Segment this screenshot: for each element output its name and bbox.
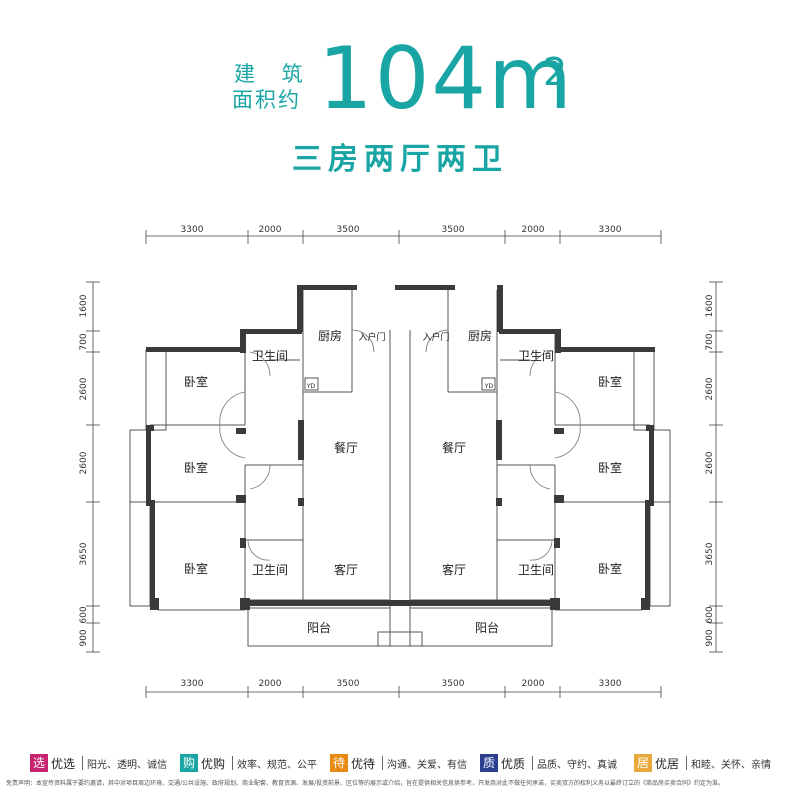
feature-desc: 品质、守约、真诚 [537, 759, 618, 771]
dim-left-4: 2600 [79, 451, 89, 474]
feature-youxuan: 选 优选 阳光、透明、诚信 [30, 753, 167, 773]
left-bed1-label: 卧室 [184, 374, 208, 389]
dim-right-2: 700 [705, 333, 715, 350]
right-bed1-label: 卧室 [598, 374, 622, 389]
feature-desc: 效率、规范、公平 [237, 759, 318, 771]
dimension-labels: 3300 2000 3500 3500 2000 3300 3300 2000 … [79, 225, 715, 689]
dim-right-5: 3650 [705, 542, 715, 565]
thin-walls [129, 285, 671, 647]
left-bath-top-label: 卫生间 [252, 349, 288, 363]
badge-icon: 质 [480, 754, 498, 772]
right-living-label: 客厅 [442, 562, 466, 577]
right-kitchen-label: 厨房 [468, 328, 492, 343]
badge-icon: 选 [30, 754, 48, 772]
feature-youju: 居 优居 和睦、关怀、亲情 [634, 753, 771, 773]
left-dining-label: 餐厅 [334, 440, 358, 455]
footer: 选 优选 阳光、透明、诚信 购 优购 效率、规范、公平 待 优待 沟通、关爱、有… [0, 745, 800, 800]
area-label-line1: 建 筑 [234, 62, 313, 86]
dim-bottom-2: 2000 [259, 679, 282, 689]
right-entry-label: 入户门 [422, 331, 449, 343]
right-bath-bottom-label: 卫生间 [518, 563, 554, 577]
dim-bottom-1: 3300 [181, 679, 204, 689]
room-labels: 厨房 入户门 卫生间 卧室 卧室 卧室 餐厅 客厅 卫生间 阳台 YD 厨房 入… [184, 328, 622, 635]
right-bed2-label: 卧室 [598, 460, 622, 475]
badge-icon: 居 [634, 754, 652, 772]
dim-top-6: 3300 [599, 225, 622, 235]
separator [532, 756, 534, 770]
feature-name: 优居 [655, 756, 680, 771]
separator [382, 756, 384, 770]
area-label-line2: 面积约 [232, 88, 301, 112]
feature-desc: 和睦、关怀、亲情 [691, 759, 772, 771]
dim-bottom-3: 3500 [337, 679, 360, 689]
badge-icon: 购 [180, 754, 198, 772]
area-superscript: 2 [543, 50, 568, 94]
right-balcony-label: 阳台 [475, 620, 499, 635]
header: 建 筑 面积约 104m 2 三房两厅两卫 [0, 0, 800, 200]
feature-name: 优待 [351, 756, 376, 771]
feature-youdai: 待 优待 沟通、关爱、有信 [330, 753, 467, 773]
dim-right-1: 1600 [705, 294, 715, 317]
dimension-lines [86, 230, 723, 698]
dim-top-1: 3300 [181, 225, 204, 235]
separator [232, 756, 234, 770]
badge-icon: 待 [330, 754, 348, 772]
left-entry-label: 入户门 [358, 331, 385, 343]
feature-name: 优质 [501, 756, 526, 771]
dim-left-1: 1600 [79, 294, 89, 317]
dim-left-3: 2600 [79, 377, 89, 400]
dim-left-7: 900 [79, 629, 89, 646]
feature-desc: 沟通、关爱、有信 [387, 759, 468, 771]
dim-bottom-4: 3500 [442, 679, 465, 689]
separator [82, 756, 84, 770]
feature-name: 优选 [51, 756, 76, 771]
thick-walls [146, 285, 655, 610]
dim-bottom-5: 2000 [522, 679, 545, 689]
left-bath-bottom-label: 卫生间 [252, 563, 288, 577]
left-balcony-label: 阳台 [307, 620, 331, 635]
area-value: 104m [318, 29, 574, 129]
floor-plan: 3300 2000 3500 3500 2000 3300 3300 2000 … [79, 225, 723, 698]
dim-left-2: 700 [79, 333, 89, 350]
layout-title: 三房两厅两卫 [292, 142, 508, 177]
dim-top-5: 2000 [522, 225, 545, 235]
left-living-label: 客厅 [334, 562, 358, 577]
left-kitchen-label: 厨房 [318, 328, 342, 343]
right-bed3-label: 卧室 [598, 561, 622, 576]
dim-left-5: 3650 [79, 542, 89, 565]
dim-right-7: 900 [705, 629, 715, 646]
dim-bottom-6: 3300 [599, 679, 622, 689]
dim-right-6: 600 [705, 606, 715, 623]
feature-yougou: 购 优购 效率、规范、公平 [180, 753, 317, 773]
dim-top-3: 3500 [337, 225, 360, 235]
feature-youzhi: 质 优质 品质、守约、真诚 [480, 753, 617, 773]
feature-name: 优购 [201, 756, 226, 771]
right-dining-label: 餐厅 [442, 440, 466, 455]
disclaimer: 免责声明：本宣传资料属于要约邀请，其中对项目周边环境、交通/公共设施、政府规划、… [6, 780, 725, 787]
left-bed2-label: 卧室 [184, 460, 208, 475]
left-bed3-label: 卧室 [184, 561, 208, 576]
dim-right-3: 2600 [705, 377, 715, 400]
feature-desc: 阳光、透明、诚信 [87, 759, 168, 771]
dim-top-4: 3500 [442, 225, 465, 235]
dim-right-4: 2600 [705, 451, 715, 474]
left-shaft-label: YD [306, 383, 316, 390]
door-swings [219, 329, 581, 561]
right-bath-top-label: 卫生间 [518, 349, 554, 363]
dim-left-6: 600 [79, 606, 89, 623]
dim-top-2: 2000 [259, 225, 282, 235]
right-shaft-label: YD [484, 383, 494, 390]
separator [686, 756, 688, 770]
